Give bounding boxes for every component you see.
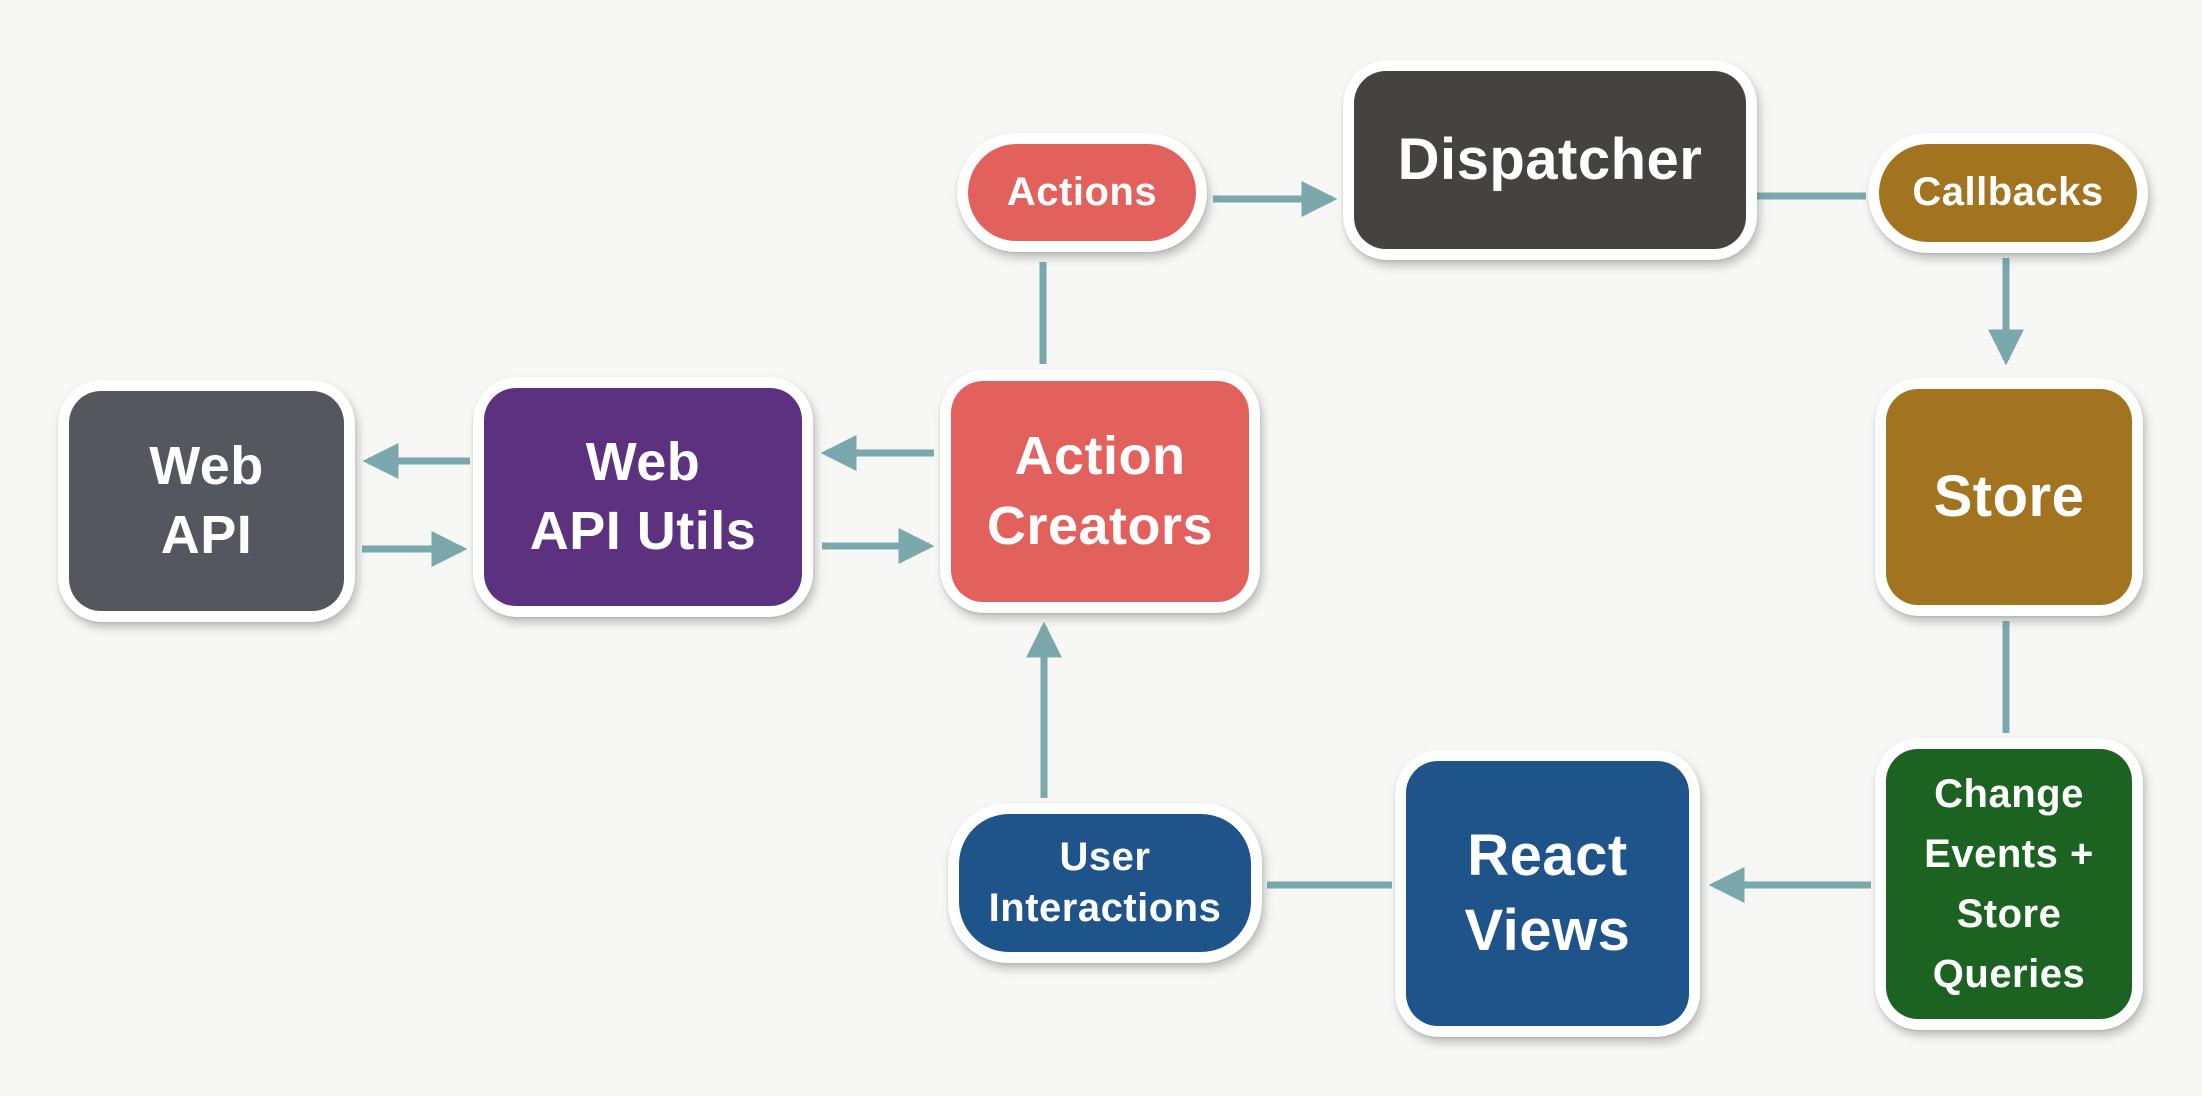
node-actions-fill: Actions (968, 144, 1196, 241)
node-actions-label: Actions (1006, 169, 1158, 214)
node-dispatcher-fill: Dispatcher (1354, 71, 1746, 249)
node-dispatcher-label: Dispatcher (1397, 126, 1703, 192)
node-store-label: Store (1933, 463, 2085, 529)
node-store: Store (1875, 378, 2143, 616)
node-change-events-store-queries-fill: Change Events + Store Queries (1886, 749, 2132, 1019)
node-actions: Actions (957, 133, 1207, 252)
node-dispatcher: Dispatcher (1343, 60, 1757, 260)
node-callbacks: Callbacks (1868, 133, 2148, 253)
node-user-interactions-fill: User Interactions (959, 814, 1251, 952)
node-action-creators-label: Action Creators (986, 426, 1214, 556)
node-web-api-utils-label: Web API Utils (529, 431, 757, 561)
node-web-api-utils-fill: Web API Utils (484, 388, 802, 606)
node-react-views: React Views (1395, 750, 1700, 1037)
node-callbacks-label: Callbacks (1912, 170, 2104, 215)
node-change-events-store-queries: Change Events + Store Queries (1875, 738, 2143, 1030)
node-web-api-label: Web API (149, 435, 264, 565)
node-react-views-label: React Views (1464, 823, 1631, 963)
node-store-fill: Store (1886, 389, 2132, 605)
node-web-api-utils: Web API Utils (473, 377, 813, 617)
node-action-creators-fill: Action Creators (951, 381, 1249, 602)
node-react-views-fill: React Views (1406, 761, 1689, 1026)
node-web-api-fill: Web API (69, 391, 344, 611)
node-action-creators: Action Creators (940, 370, 1260, 613)
node-callbacks-fill: Callbacks (1879, 144, 2137, 242)
node-user-interactions: User Interactions (948, 803, 1262, 963)
node-change-events-store-queries-label: Change Events + Store Queries (1924, 772, 2094, 996)
node-web-api: Web API (58, 380, 355, 622)
node-user-interactions-label: User Interactions (988, 834, 1222, 930)
